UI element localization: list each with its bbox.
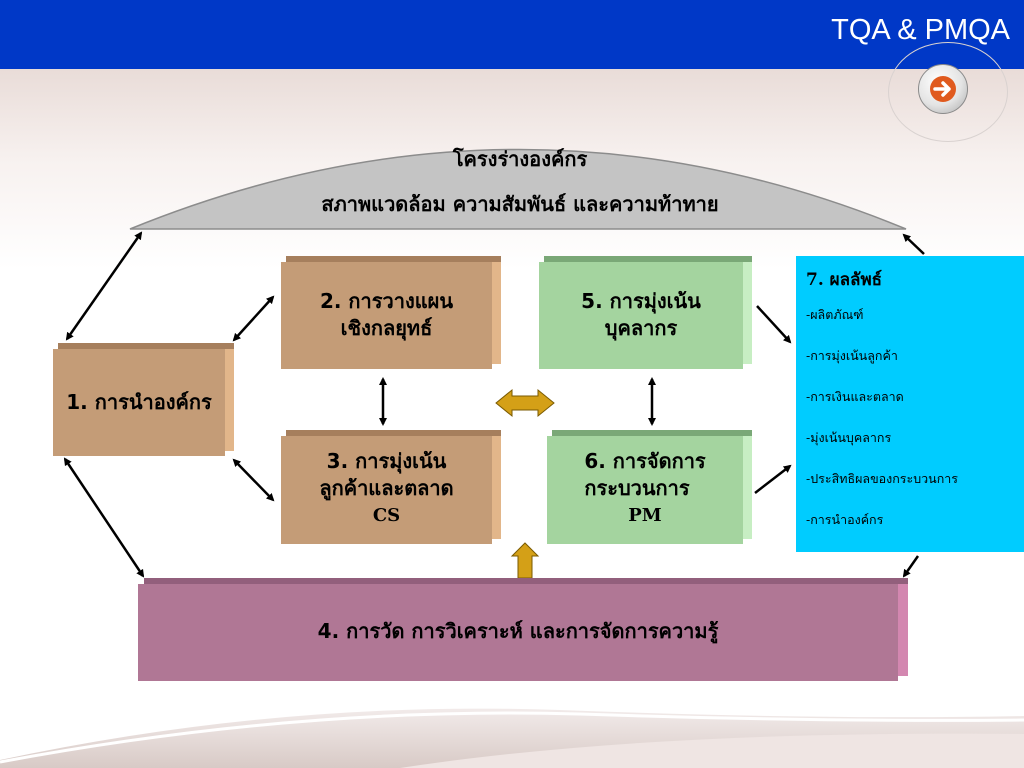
box-measurement-analysis: 4. การวัด การวิเคราะห์ และการจัดการความร… xyxy=(138,578,908,681)
header-bar: TQA & PMQA xyxy=(0,0,1024,69)
results-item-products: -ผลิตภัณฑ์ xyxy=(806,307,864,322)
results-item-process-effectiveness: -ประสิทธิผลของกระบวนการ xyxy=(806,471,959,486)
right-arrow-icon xyxy=(930,76,956,102)
box-strategy-line2: เชิงกลยุทธ์ xyxy=(340,316,433,340)
organization-profile-arc xyxy=(129,148,907,230)
results-item-customer: -การมุ่งเน้นลูกค้า xyxy=(806,348,898,363)
arrow-leadership-arc xyxy=(65,231,143,341)
box-strategic-planning: 2. การวางแผน เชิงกลยุทธ์ xyxy=(281,256,501,369)
arrow-leadership-customer xyxy=(232,458,275,502)
arc-title: โครงร่างองค์กร xyxy=(452,147,588,171)
page-title: TQA & PMQA xyxy=(831,14,1010,46)
arrow-leadership-measurement xyxy=(63,457,145,578)
box-workforce-focus: 5. การมุ่งเน้น บุคลากร xyxy=(539,256,752,369)
box-workforce-line2: บุคลากร xyxy=(604,316,678,340)
arrow-workforce-results xyxy=(756,305,792,344)
box-leadership-label: 1. การนำองค์กร xyxy=(66,390,212,414)
next-slide-button[interactable] xyxy=(918,64,968,114)
box-customer-line2: ลูกค้าและตลาด xyxy=(319,476,454,500)
box-results: 7. ผลลัพธ์ -ผลิตภัณฑ์ -การมุ่งเน้นลูกค้า… xyxy=(796,256,1024,552)
results-item-finance-market: -การเงินและตลาด xyxy=(806,389,904,404)
arrow-arc-results xyxy=(902,233,925,255)
box-leadership: 1. การนำองค์กร xyxy=(53,343,234,456)
gold-up-arrow xyxy=(510,542,540,579)
box-measurement-label: 4. การวัด การวิเคราะห์ และการจัดการความร… xyxy=(317,619,719,643)
arrow-process-results xyxy=(754,464,792,494)
arrow-results-measurement xyxy=(902,555,920,578)
box-customer-line3: CS xyxy=(372,505,401,526)
box-process-line1: 6. การจัดการ xyxy=(584,449,706,473)
box-strategy-line1: 2. การวางแผน xyxy=(319,289,454,313)
box-customer-focus: 3. การมุ่งเน้น ลูกค้าและตลาด CS xyxy=(281,430,501,544)
results-item-leadership: -การนำองค์กร xyxy=(806,512,884,527)
box-customer-line1: 3. การมุ่งเน้น xyxy=(326,449,447,473)
results-title: 7. ผลลัพธ์ xyxy=(806,270,883,290)
arrow-leadership-strategy xyxy=(232,295,275,342)
footer-wave-decoration xyxy=(0,708,1024,768)
box-process-line3: PM xyxy=(628,505,662,526)
gold-double-arrow xyxy=(495,388,555,418)
results-item-workforce: -มุ่งเน้นบุคลากร xyxy=(806,430,892,445)
box-process-line2: กระบวนการ xyxy=(584,476,690,500)
box-process-management: 6. การจัดการ กระบวนการ PM xyxy=(547,430,752,544)
arc-subtitle: สภาพแวดล้อม ความสัมพันธ์ และความท้าทาย xyxy=(321,192,719,216)
nav-button-ring xyxy=(888,42,1008,142)
box-workforce-line1: 5. การมุ่งเน้น xyxy=(581,289,701,313)
